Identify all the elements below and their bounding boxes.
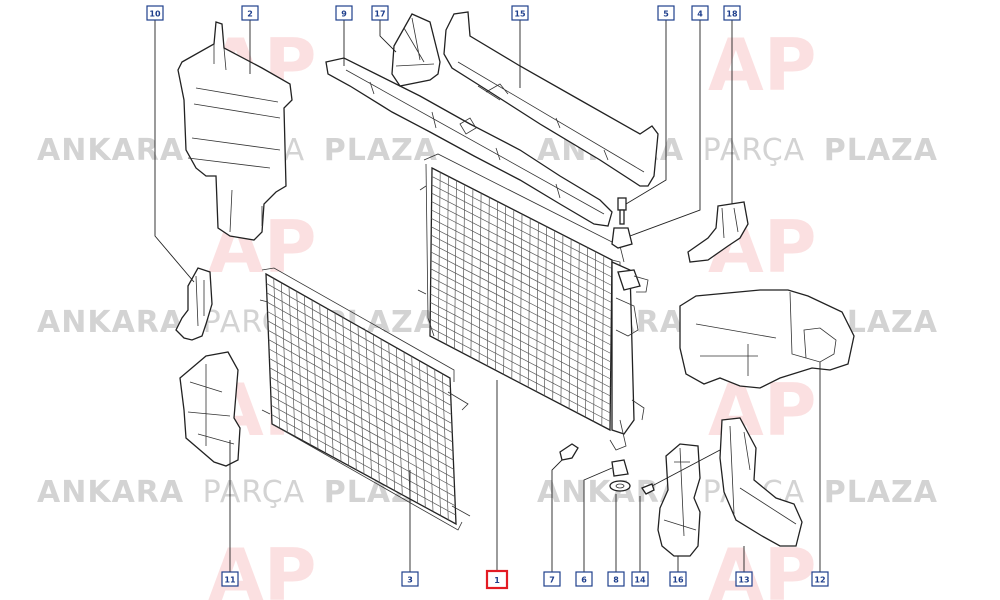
callout-15[interactable]: 15 [511, 5, 529, 21]
core-fin-lines [429, 172, 613, 426]
callout-label: 5 [663, 10, 669, 19]
part-16-bracket [657, 443, 701, 557]
callout-4[interactable]: 4 [691, 5, 709, 21]
part-6-grommet [611, 459, 629, 477]
leader-4 [629, 20, 701, 237]
callout-7[interactable]: 7 [543, 571, 561, 587]
leader-7 [551, 459, 563, 572]
callout-label: 18 [726, 10, 738, 19]
watermark-brand: PLAZA [824, 133, 938, 168]
callout-label: 4 [697, 10, 703, 19]
leader-10 [154, 20, 195, 283]
part-3-condenser [259, 267, 471, 531]
leader-14-screw [651, 449, 721, 487]
part-11-lower-deflector [179, 351, 241, 467]
leader-17 [379, 20, 397, 53]
callout-3[interactable]: 3 [401, 571, 419, 587]
callout-label: 14 [634, 576, 646, 585]
callout-8[interactable]: 8 [607, 571, 625, 587]
part-10-bracket [175, 267, 213, 341]
callout-1[interactable]: 1 [485, 569, 509, 590]
watermark-brand: ANKARA [37, 475, 184, 510]
callout-5[interactable]: 5 [657, 5, 675, 21]
watermark-brand: ANKARA [37, 133, 184, 168]
callout-label: 10 [149, 10, 161, 19]
svg-text:ANKARA PARÇA P: ANKARA PARÇA PLAZA [37, 305, 438, 340]
callouts: 10 2 9 17 15 5 4 18 [146, 5, 829, 590]
watermark-brand: PARÇA [203, 475, 306, 510]
callout-label: 12 [814, 576, 825, 585]
core-fin-lines [266, 278, 456, 520]
callout-label: 6 [581, 576, 587, 585]
leader-lines [154, 20, 821, 572]
callout-label: 2 [247, 10, 253, 19]
callout-label: 9 [341, 10, 347, 19]
part-5-bolt [617, 197, 627, 225]
watermark-brand: ANKARA [537, 475, 684, 510]
callout-9[interactable]: 9 [335, 5, 353, 21]
watermark-brand: PLAZA [324, 133, 438, 168]
callout-label: 16 [672, 576, 684, 585]
watermark-brand: ANKARA [37, 305, 184, 340]
callout-14[interactable]: 14 [631, 571, 649, 587]
watermark-logo: AP [708, 23, 817, 107]
callout-12[interactable]: 12 [811, 571, 829, 587]
callout-16[interactable]: 16 [669, 571, 687, 587]
leader-6 [583, 467, 613, 572]
watermark-logo: AP [208, 533, 317, 600]
watermark-brand: PLAZA [824, 475, 938, 510]
callout-label: 8 [613, 576, 619, 585]
part-17-duct [391, 13, 441, 87]
radiator-core-grid [429, 172, 613, 426]
callout-6[interactable]: 6 [575, 571, 593, 587]
part-18-bracket [687, 201, 749, 263]
part-2-air-deflector [177, 21, 293, 241]
part-8-washer [609, 480, 631, 492]
part-13-lower-deflector [719, 417, 803, 547]
callout-label: 1 [494, 576, 500, 585]
callout-13[interactable]: 13 [735, 571, 753, 587]
condenser-core-grid [266, 278, 456, 520]
callout-label: 17 [374, 10, 385, 19]
part-14-screw [641, 483, 655, 495]
part-1-radiator [417, 153, 645, 451]
radiator-top-mount [617, 269, 649, 293]
part-4-grommet [611, 227, 633, 249]
callout-label: 3 [407, 576, 413, 585]
callout-11[interactable]: 11 [221, 571, 239, 587]
watermark-row: ANKARA PARÇA PLAZA ANKARA PARÇA PLAZA [37, 475, 938, 510]
callout-label: 7 [549, 576, 555, 585]
watermark-brand: PARÇA [703, 133, 806, 168]
part-12-side-deflector [679, 289, 855, 389]
callout-label: 11 [224, 576, 236, 585]
callout-label: 15 [514, 10, 526, 19]
callout-2[interactable]: 2 [241, 5, 259, 21]
callout-label: 13 [738, 576, 749, 585]
callout-10[interactable]: 10 [146, 5, 164, 21]
callout-18[interactable]: 18 [723, 5, 741, 21]
watermark-logo: AP [708, 533, 817, 600]
callout-17[interactable]: 17 [371, 5, 389, 21]
part-15-top-panel [443, 11, 659, 187]
leader-5 [625, 20, 667, 205]
part-7-clip [559, 443, 579, 461]
part-9-upper-crossmember [325, 57, 613, 227]
